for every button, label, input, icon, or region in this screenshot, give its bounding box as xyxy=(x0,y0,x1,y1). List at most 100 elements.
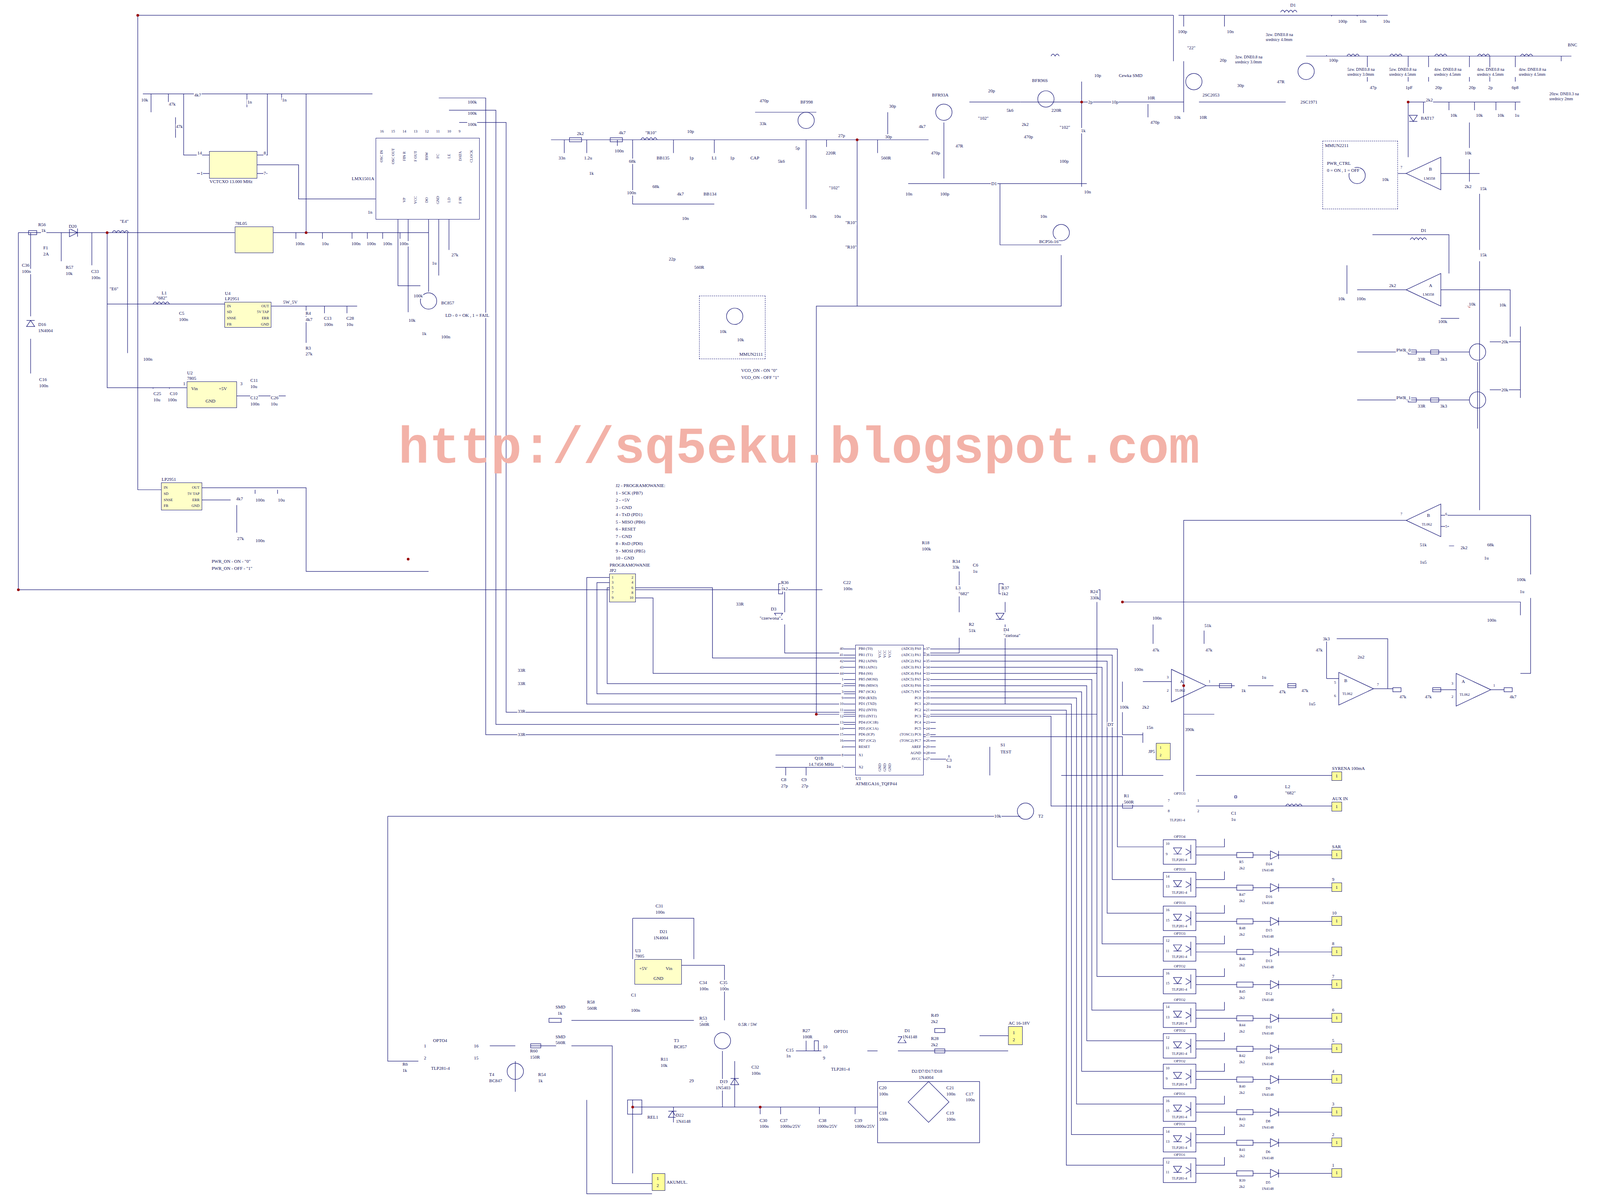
pin-name: 15 xyxy=(1165,918,1170,923)
part-label: 5 xyxy=(1333,680,1337,686)
part-label: 3k3 xyxy=(1439,403,1448,409)
part-label: 2k2 xyxy=(1141,704,1150,710)
part-label: C11 xyxy=(250,377,259,384)
part-label: 10n xyxy=(904,191,913,197)
part-label: 1u xyxy=(1261,674,1267,681)
part-label: 10k xyxy=(1173,114,1182,121)
transistor-symbols xyxy=(420,63,1486,1080)
part-label: 1N5403 xyxy=(715,1085,731,1091)
part-label: 16 xyxy=(473,1043,479,1049)
part-label: C13 xyxy=(323,315,332,321)
pin-name: TL062 xyxy=(1341,691,1354,697)
node-text: AC 16-18V xyxy=(1008,1020,1031,1026)
part-label: 19 xyxy=(925,695,931,701)
part-label: CAP xyxy=(750,155,760,161)
pin-name: 14 xyxy=(1165,1004,1170,1010)
part-label: 1k xyxy=(41,227,47,234)
pin-name: FC xyxy=(435,153,440,159)
pin-name: 10 xyxy=(629,595,634,601)
winding-note: 5zw. DNE0.8 na srednicy 3.0mm xyxy=(1346,67,1390,78)
part-label: D1 xyxy=(990,180,997,187)
part-label: 22p xyxy=(668,256,677,262)
text-group: SYRENA 100mA xyxy=(1332,765,1365,772)
part-label: BFR93A xyxy=(931,92,949,98)
part-label: 4k7 xyxy=(305,316,314,323)
node-text: 2 xyxy=(1332,1131,1335,1138)
coil-symbols xyxy=(112,10,1533,807)
node-text: SYRENA 100mA xyxy=(1332,765,1365,772)
part-label: R44 xyxy=(1238,1023,1246,1028)
part-label: D13 xyxy=(1265,958,1273,964)
pin-name: PD4 (OC1B) xyxy=(858,720,879,725)
part-label: 1u xyxy=(946,763,952,770)
node-text: MMUN2111 xyxy=(739,351,763,358)
part-label: 3k3 xyxy=(1322,636,1331,642)
pin-name: 6 xyxy=(630,585,634,591)
wire-group xyxy=(18,10,1572,1197)
part-label: R34 xyxy=(952,558,961,565)
part-label: PWR_ON - ON - "0" xyxy=(211,558,251,565)
part-label: C37 xyxy=(779,1117,788,1124)
text-group: 2 xyxy=(1332,1131,1335,1138)
text-group: U27805 xyxy=(187,370,197,382)
part-label: 10k xyxy=(65,270,74,277)
part-label: 10 xyxy=(446,129,452,134)
pin-name: B xyxy=(1344,678,1348,684)
text-group: 9 xyxy=(1332,876,1335,883)
opamp-symbol xyxy=(1171,669,1207,703)
part-label: 42 xyxy=(839,658,844,664)
part-label: 560R xyxy=(693,264,705,271)
part-label: 33R xyxy=(735,601,744,607)
part-label: 100n xyxy=(1133,666,1144,673)
part-label: 10k xyxy=(660,1062,669,1069)
part-label: PWR_1 xyxy=(1395,395,1412,401)
pin-name: X1 xyxy=(858,752,864,758)
text-group: LMX1501A xyxy=(351,176,375,182)
optocoupler-row xyxy=(1163,1063,1333,1089)
part-label: 2 - +5V xyxy=(615,497,631,503)
optocoupler-row xyxy=(1163,1095,1333,1122)
pin-name: PD6 (ICP) xyxy=(858,732,875,737)
part-label: 3 xyxy=(841,689,845,695)
pin-name: OUT xyxy=(260,304,270,309)
part-label: 1 xyxy=(1208,679,1212,684)
part-label: 2k2 xyxy=(1464,183,1473,190)
part-label: C5 xyxy=(178,310,185,317)
part-label: PWR_0 xyxy=(1395,347,1412,353)
part-label: OPTO3 xyxy=(1173,900,1186,906)
part-label: 10k xyxy=(994,813,1002,819)
part-label: 27 xyxy=(925,756,931,762)
part-label: 10n xyxy=(1226,28,1235,35)
part-label: 100k xyxy=(921,546,932,552)
part-label: 10n xyxy=(1359,18,1368,25)
part-label: BCP56-16 xyxy=(1038,238,1059,245)
part-label: 8 - RxD (PD0) xyxy=(615,540,644,547)
pin-name: PC4 xyxy=(914,720,922,725)
pin-name: GND xyxy=(205,398,216,404)
part-label: 1N4148 xyxy=(1261,900,1275,906)
pin-name: 2 xyxy=(630,575,634,580)
text-group: SAR xyxy=(1332,844,1341,850)
pin-name: (ADC1) PA1 xyxy=(901,652,922,658)
part-label: 10u xyxy=(270,401,279,407)
part-label: S1 xyxy=(999,742,1006,748)
part-label: 2k2 xyxy=(930,1042,939,1048)
part-label: 47k xyxy=(1399,694,1407,700)
part-label: OPTO3 xyxy=(1173,791,1186,797)
part-label: 100p xyxy=(939,191,950,197)
part-label: 10k xyxy=(1468,301,1477,307)
node-text: 1 xyxy=(1335,1170,1339,1176)
part-label: D19 xyxy=(719,1078,729,1085)
part-label: "E4" xyxy=(119,218,129,225)
part-label: 68k xyxy=(1486,542,1495,548)
pin-name: TLP281-4 xyxy=(1169,818,1186,823)
pin-name: PB4 (SS) xyxy=(858,671,874,676)
part-label: 1u5 xyxy=(1419,559,1428,565)
part-label: C32 xyxy=(750,1064,760,1070)
part-label: T2 xyxy=(1037,813,1044,819)
part-label: R39 xyxy=(1238,1178,1246,1183)
part-label: 33R xyxy=(1417,403,1426,409)
text-group: 3 xyxy=(1332,1101,1335,1107)
part-label: 1N4148 xyxy=(1261,965,1275,970)
pin-name: ERR xyxy=(261,316,270,321)
